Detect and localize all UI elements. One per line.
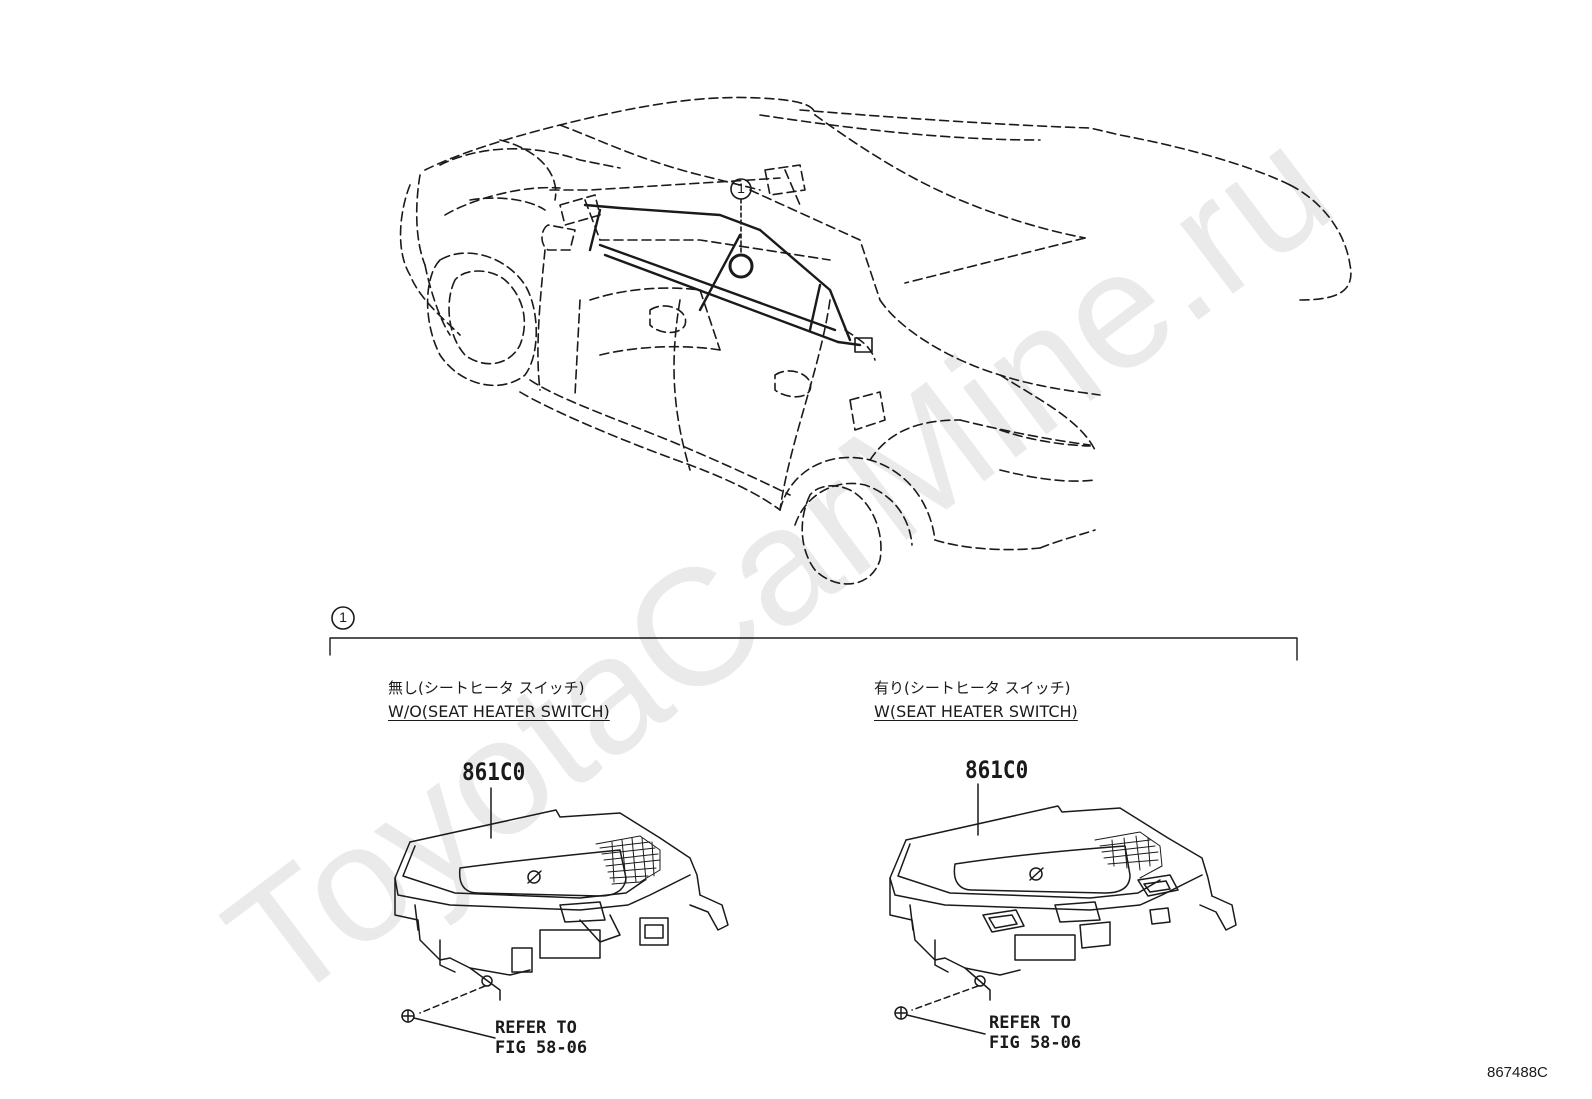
variant-right-jp-label: 有り(シートヒータ スイッチ)	[874, 679, 1071, 697]
car-illustration	[399, 96, 1352, 585]
console-box-left-drawing	[394, 787, 729, 1039]
drawing-number: 867488C	[1487, 1064, 1548, 1081]
console-box-right-drawing	[889, 783, 1237, 1035]
variant-right-part-number: 861C0	[965, 756, 1029, 784]
variant-left-part-number: 861C0	[462, 758, 526, 786]
variant-left-refer-line2: FIG 58-06	[495, 1038, 588, 1058]
section-bracket	[329, 606, 1298, 661]
variant-right-en-label: W(SEAT HEATER SWITCH)	[874, 702, 1078, 721]
car-callout-number: 1	[737, 180, 745, 196]
variant-left-en-label: W/O(SEAT HEATER SWITCH)	[388, 702, 610, 721]
variant-left-refer-line1: REFER TO	[495, 1018, 577, 1038]
section-callout-number: 1	[339, 609, 347, 625]
variant-right-refer-line1: REFER TO	[989, 1013, 1071, 1033]
variant-left-jp-label: 無し(シートヒータ スイッチ)	[388, 679, 585, 697]
variant-right-refer-line2: FIG 58-06	[989, 1033, 1082, 1053]
